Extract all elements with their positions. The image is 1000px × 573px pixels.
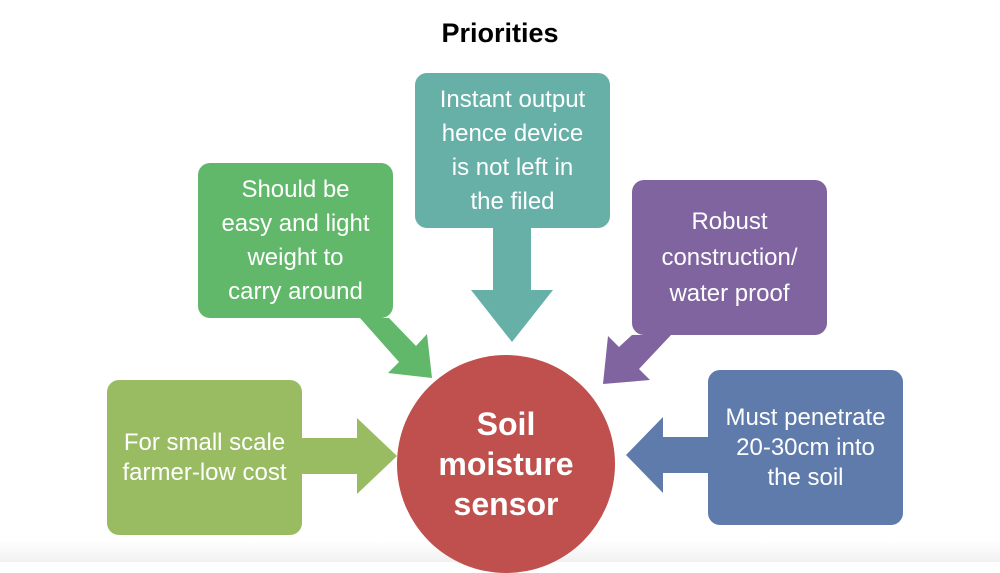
priority-box-penetrate: Must penetrate 20-30cm into the soil (708, 370, 903, 525)
central-hub-soil-moisture-sensor: Soil moisture sensor (397, 355, 615, 573)
arrow-right (626, 417, 708, 493)
arrow-left (302, 418, 397, 494)
diagram-title: Priorities (441, 18, 559, 48)
arrow-right-up (603, 335, 671, 384)
arrow-left-up (360, 318, 432, 378)
priority-box-instant-output: Instant output hence device is not left … (415, 73, 610, 228)
arrow-top (471, 228, 553, 342)
priority-box-low-cost: For small scale farmer-low cost (107, 380, 302, 535)
priority-box-light-weight: Should be easy and light weight to carry… (198, 163, 393, 318)
priority-box-robust: Robust construction/ water proof (632, 180, 827, 335)
